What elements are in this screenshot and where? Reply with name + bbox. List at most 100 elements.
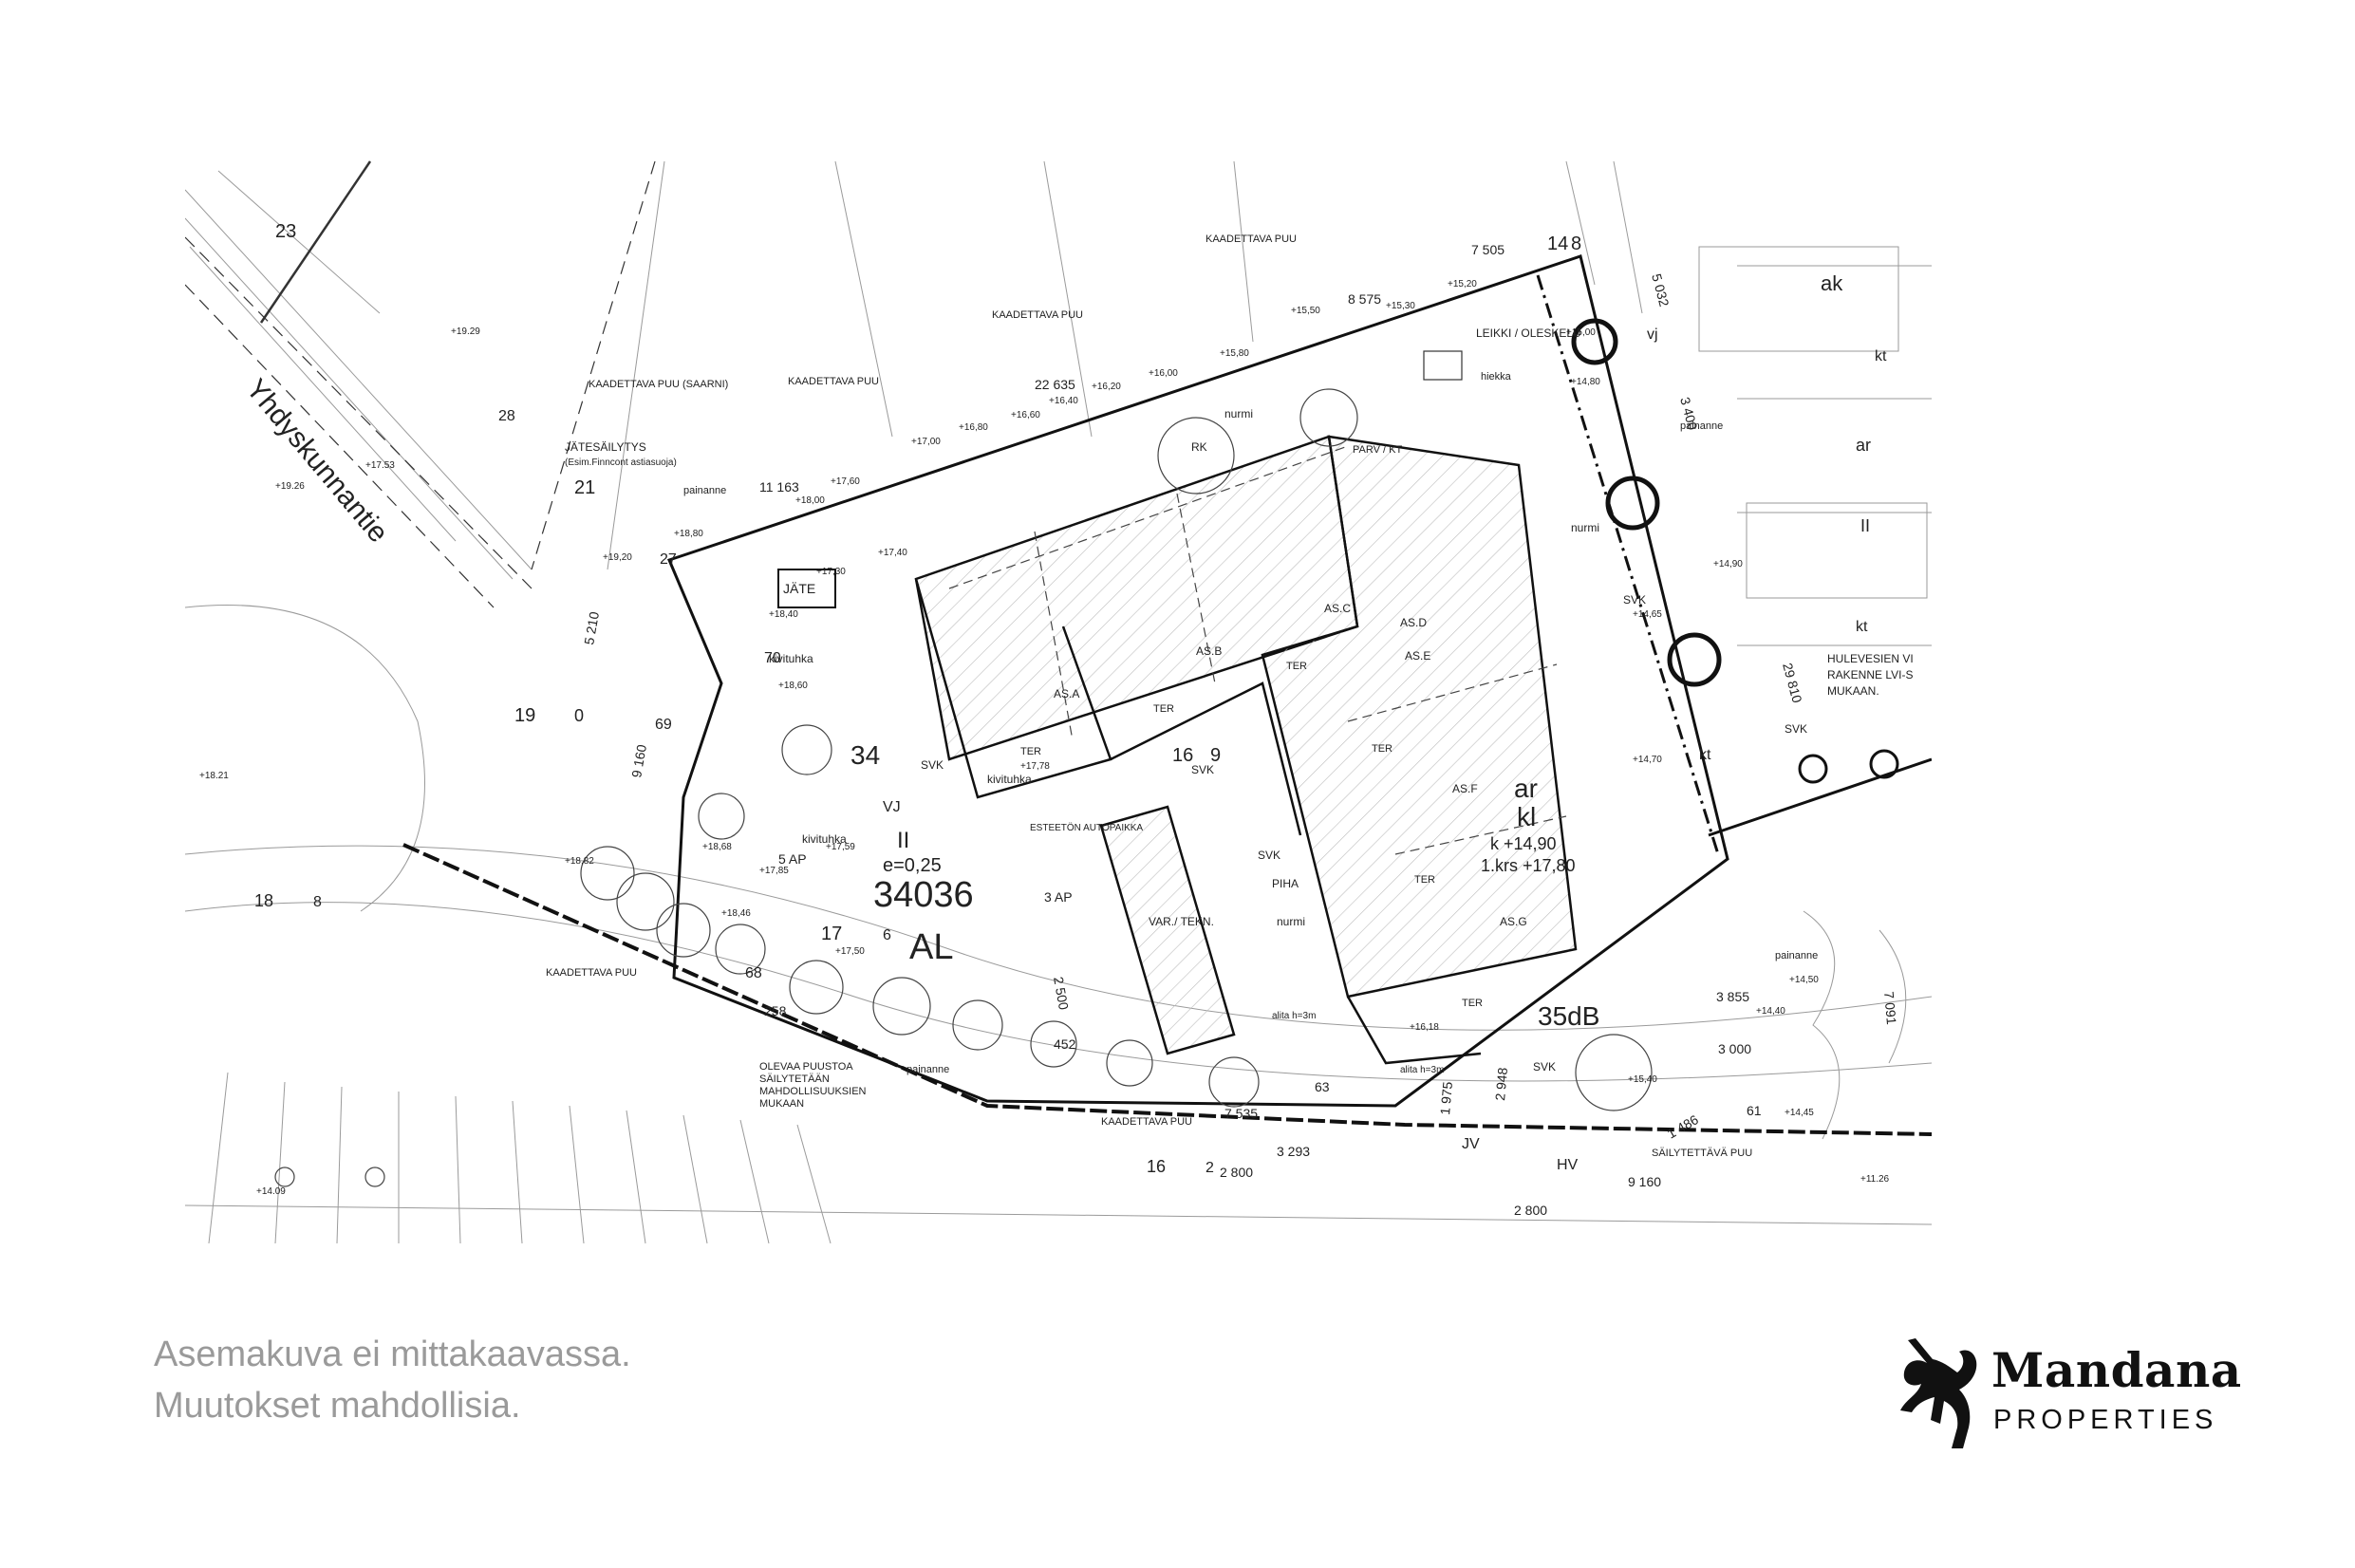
neighbor-height-k: k +14,90 [1490,834,1557,853]
painanne-label-1: painanne [683,485,726,496]
lot-number: 8 [313,894,322,910]
as-c-label: AS.C [1324,602,1351,615]
elevation-label: +14,70 [1633,755,1662,765]
plot-69-label: 69 [655,717,672,733]
ak-label: ak [1821,271,1843,295]
elevation-label: +17,60 [831,476,860,487]
elevation-label: +17,40 [878,548,907,558]
playground-box [1423,350,1463,381]
as-b-label: AS.B [1196,644,1222,658]
elevation-label: +14,50 [1789,975,1819,985]
plot-258-label: 258 [764,1003,787,1018]
olevaa-label-2: SÄILYTETÄÄN [759,1073,830,1085]
lot-number: 0 [574,706,584,725]
jate-label: JÄTE [783,581,815,596]
plot-28-label: 28 [498,408,515,424]
plan-labels: Yhdyskunnantie 34036 AL II e=0,25 34 23 … [199,221,1914,1218]
unicorn-logo-icon [1900,1338,1977,1448]
caption-block: Asemakuva ei mittakaavassa. Muutokset ma… [154,1329,631,1431]
caption-line-1: Asemakuva ei mittakaavassa. [154,1335,631,1374]
elevation-label: +15,80 [1220,348,1249,359]
brand-name: Mandana [1991,1342,2242,1398]
kaadettava-saarni-label: KAADETTAVA PUU (SAARNI) [589,379,728,390]
dim-label: 7 091 [1881,991,1899,1026]
hv-label: HV [1557,1157,1579,1173]
caption-line-2: Muutokset mahdollisia. [154,1386,521,1426]
kt-label-2: kt [1856,619,1868,635]
olevaa-label-3: MAHDOLLISUUKSIEN [759,1086,867,1097]
plot-boundary [666,254,1729,1108]
background-survey-lines [185,160,1932,1244]
kt-small-label: kt [1699,747,1711,763]
accessible-parking-label: ESTEETÖN AUTOPAIKKA [1030,822,1143,833]
as-a-label: AS.A [1054,687,1079,700]
leikki-label: LEIKKI / OLESKELU [1476,327,1581,340]
ar-label: ar [1856,436,1871,455]
lot-number: 14 [1547,233,1568,254]
dim-label: 7 535 [1224,1106,1258,1121]
plot-63-label: 63 [1315,1079,1330,1094]
elevation-label: +18,40 [769,609,798,620]
dim-label: 22 635 [1035,377,1075,392]
elevation-label: +18,80 [674,529,703,539]
block-use-label: AL [909,927,953,967]
dim-label: 3 000 [1718,1041,1751,1056]
elevation-label: +18,00 [795,495,825,506]
hiekka-label: hiekka [1481,371,1512,383]
olevaa-label-4: MUKAAN [759,1098,804,1110]
kivituhka-label: kivituhka [769,652,813,665]
elevation-label: +16,80 [959,422,988,433]
dim-label: 5 210 [581,610,602,645]
dim-label: 5 032 [1649,272,1673,308]
elevation-label: +15,50 [1291,306,1320,316]
dim-label: 2 948 [1492,1067,1510,1102]
elevation-label: +18,68 [702,842,732,852]
hulevesi-label-2: RAKENNE LVI-S [1827,668,1913,681]
alita-label-1: alita h=3m [1272,1011,1316,1021]
elevation-label: +16,00 [1149,368,1178,379]
brand-subtitle: PROPERTIES [1993,1405,2218,1435]
dim-label: 3 293 [1277,1144,1310,1159]
ter-label-5: TER [1414,874,1435,886]
parking-5-label: 5 AP [778,851,807,867]
east-connector [1708,757,1932,837]
elevation-label: +17,30 [816,567,846,577]
ter-label-3: TER [1286,661,1307,672]
svk-label-6: SVK [1533,1060,1556,1073]
kaadettava-puu-label-4: KAADETTAVA PUU [546,967,637,979]
dim-label: 1 975 [1437,1081,1455,1116]
road-edges [185,160,656,608]
road-centerline [259,160,372,324]
vj-small-label: vj [1647,327,1658,343]
elevation-label: +15,40 [1628,1074,1657,1085]
dim-label: 8 575 [1348,291,1381,307]
elevation-label: +16,60 [1011,410,1040,420]
kaadettava-puu-label-2: KAADETTAVA PUU [992,309,1083,321]
neighbor-use-kl: kl [1517,802,1536,831]
dim-label: 7 505 [1471,242,1505,257]
as-d-label: AS.D [1400,616,1427,629]
ii-label: II [1860,516,1870,535]
tree-symbols [274,318,1899,1187]
ter-label-4: TER [1372,743,1392,755]
elevation-label: +14,65 [1633,609,1662,620]
nurmi-label-3: nurmi [1571,521,1599,534]
plot-21-label: 21 [574,477,595,498]
east-boundary-dashed [1536,274,1720,855]
dim-label: 2 800 [1220,1165,1253,1180]
dim-label: 9 160 [1628,1174,1661,1189]
elevation-label: +19.26 [275,481,305,492]
elevation-label: +11.26 [1860,1174,1890,1185]
jatesailytys-label: JÄTESÄILYTYS [565,440,646,454]
svk-label-2: SVK [1191,763,1214,776]
elevation-label: +18,60 [778,681,808,691]
parv-kt-label: PARV / KT [1353,444,1402,456]
piha-label: PIHA [1272,877,1299,890]
block-efficiency-label: e=0,25 [883,855,942,876]
lot-number: 16 [1147,1157,1166,1176]
painanne-label-4: painanne [1775,950,1818,961]
olevaa-label-1: OLEVAA PUUSTOA [759,1061,853,1073]
kaadettava-puu-label-5: KAADETTAVA PUU [1101,1116,1192,1128]
ter-label-1: TER [1020,746,1041,757]
elevation-label: +18.21 [199,771,229,781]
